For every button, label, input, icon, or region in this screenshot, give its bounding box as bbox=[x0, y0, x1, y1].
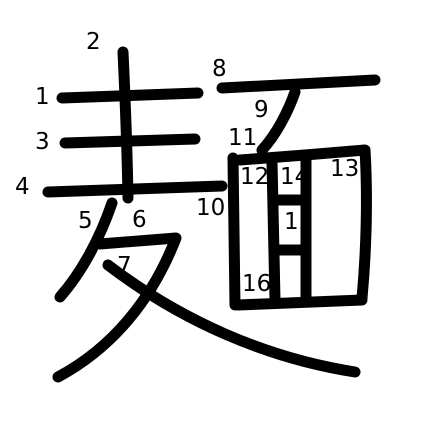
stroke-number-7: 7 bbox=[117, 253, 132, 279]
stroke-4 bbox=[42, 180, 228, 198]
stroke-number-16: 16 bbox=[242, 271, 271, 297]
stroke-number-5: 5 bbox=[78, 208, 93, 234]
stroke-16 bbox=[232, 294, 368, 311]
stroke-number-2: 2 bbox=[86, 29, 101, 55]
stroke-number-15: 15 bbox=[284, 209, 313, 235]
stroke-9 bbox=[256, 86, 301, 156]
stroke-number-3: 3 bbox=[35, 129, 50, 155]
stroke-number-11: 11 bbox=[228, 125, 257, 151]
stroke-7 bbox=[102, 259, 361, 378]
stroke-12 bbox=[266, 156, 281, 306]
stroke-number-1: 1 bbox=[35, 84, 50, 110]
stroke-13 bbox=[299, 144, 372, 304]
stroke-5 bbox=[54, 197, 118, 303]
stroke-2 bbox=[117, 46, 134, 204]
stroke-number-4: 4 bbox=[15, 174, 30, 200]
stroke-number-9: 9 bbox=[254, 97, 269, 123]
stroke-number-12: 12 bbox=[240, 164, 269, 190]
stroke-number-6: 6 bbox=[132, 207, 147, 233]
stroke-number-13: 13 bbox=[330, 156, 359, 182]
stroke-3 bbox=[59, 133, 201, 149]
stroke-number-10: 10 bbox=[196, 195, 225, 221]
stroke-15 bbox=[272, 194, 310, 256]
stroke-number-14: 14 bbox=[280, 164, 309, 190]
stroke-10 bbox=[227, 152, 241, 311]
stroke-6 bbox=[52, 232, 182, 383]
stroke-8 bbox=[216, 74, 381, 94]
stroke-number-8: 8 bbox=[212, 56, 227, 82]
